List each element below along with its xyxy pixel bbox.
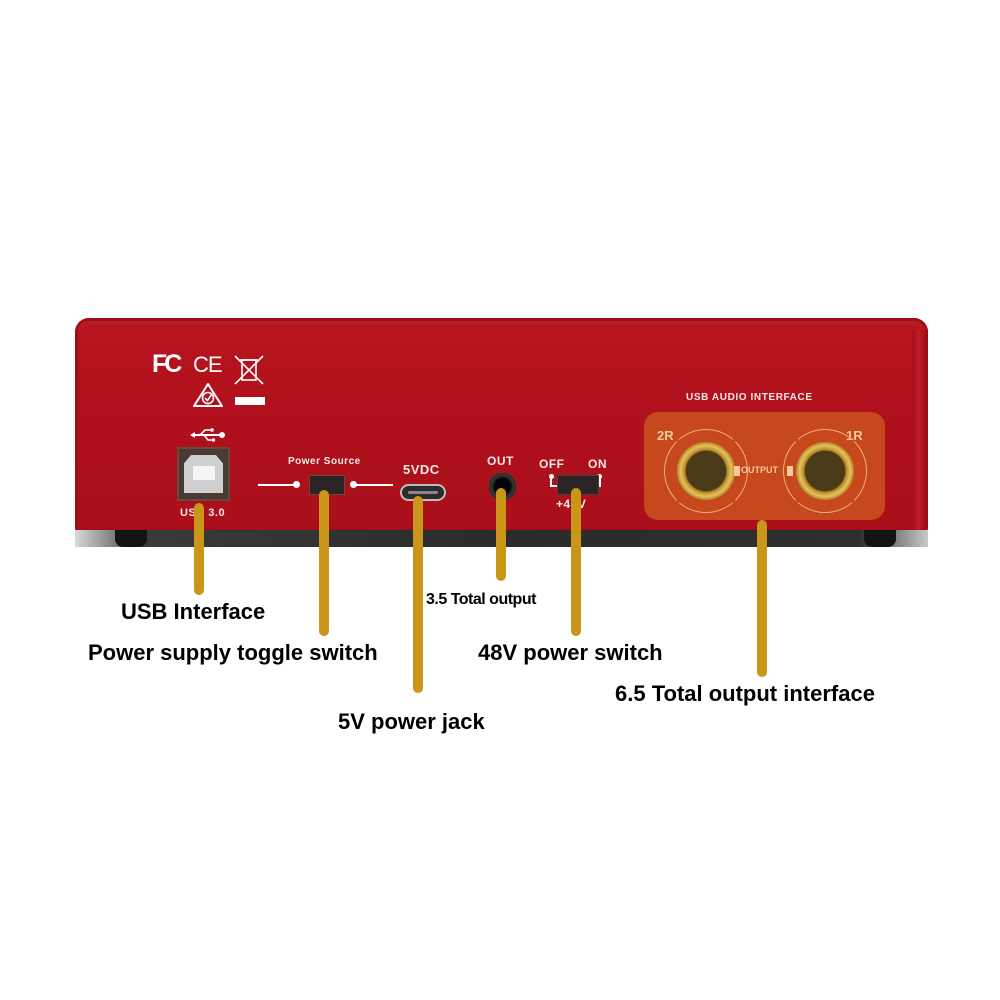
out-jack-label: OUT [487, 454, 514, 468]
output-1r-ring-arc-top [798, 429, 852, 513]
output-jack-1r[interactable] [796, 442, 854, 500]
leader-power-toggle [319, 490, 329, 636]
phantom-bracket-left [550, 478, 558, 487]
leader-3-5-output [496, 488, 506, 581]
output-2r-ring-arc [664, 429, 748, 513]
device-side-rim [912, 330, 926, 530]
callout-usb-interface: USB Interface [121, 599, 266, 624]
device-foot-left [115, 530, 147, 547]
output-2r-label: 2R [657, 428, 674, 443]
weee-bin-icon [234, 355, 264, 385]
output-mark-right [787, 466, 793, 476]
output-2r-ring-arc-top [679, 429, 733, 513]
output-center-label: OUTPUT [741, 465, 778, 475]
phantom-on-label: ON [588, 457, 607, 471]
leader-48v-switch [571, 488, 581, 636]
usbc-label: 5VDC [403, 462, 440, 477]
leader-usb-interface [194, 503, 204, 595]
output-jack-2r[interactable] [677, 442, 735, 500]
callout-6-5-output: 6.5 Total output interface [615, 681, 875, 706]
power-source-label: Power Source [288, 456, 361, 467]
ce-icon: CE [193, 352, 223, 377]
phantom-dot-off [549, 474, 554, 479]
power-source-dot-right [350, 481, 357, 488]
output-1r-ring-arc [783, 429, 867, 513]
usb-b-port-tongue [193, 466, 215, 480]
callout-48v-switch: 48V power switch [478, 640, 663, 665]
callout-power-toggle: Power supply toggle switch [88, 640, 378, 665]
callout-3-5-output: 3.5 Total output [426, 591, 536, 608]
leader-6-5-output [757, 520, 767, 677]
device-foot-right [864, 530, 896, 547]
callout-power-jack: 5V power jack [338, 709, 485, 734]
power-source-line-left [258, 484, 296, 486]
phantom-off-label: OFF [539, 457, 565, 471]
phantom-dot-on [597, 474, 602, 479]
leader-power-jack [413, 496, 423, 693]
usb-c-inner [408, 491, 438, 494]
output-mark-left [734, 466, 740, 476]
fcc-icon: FC [152, 350, 182, 378]
power-source-line-right [355, 484, 393, 486]
usb-icon [190, 428, 225, 442]
rcm-mark-icon [193, 383, 223, 407]
weee-bar [235, 397, 265, 405]
interface-title: USB AUDIO INTERFACE [686, 392, 813, 403]
power-source-dot-left [293, 481, 300, 488]
